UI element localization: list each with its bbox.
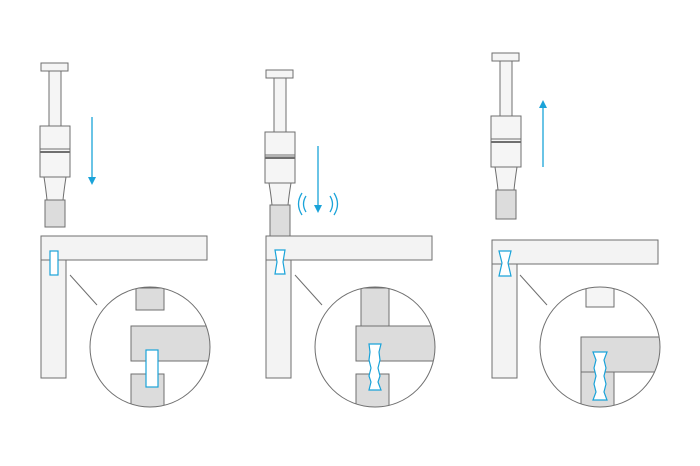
- step-3-retract: [490, 52, 661, 408]
- workpiece-2: [265, 235, 433, 379]
- step-1-press-down: [39, 62, 211, 408]
- down-arrow-icon: [88, 117, 96, 185]
- workpiece-1: [40, 235, 208, 379]
- horn-tool-3: [490, 52, 522, 220]
- vibration-waves-icon: [297, 192, 339, 216]
- horn-tool-1: [39, 62, 71, 228]
- down-arrow-icon: [314, 146, 322, 213]
- horn-tool-2: [264, 69, 296, 237]
- step-2-ultrasonic-weld: [264, 69, 436, 408]
- magnifier-circle: [314, 286, 436, 408]
- magnifier-circle: [89, 286, 211, 408]
- up-arrow-icon: [539, 100, 547, 167]
- magnifier-circle: [539, 286, 661, 408]
- workpiece-3: [491, 239, 659, 379]
